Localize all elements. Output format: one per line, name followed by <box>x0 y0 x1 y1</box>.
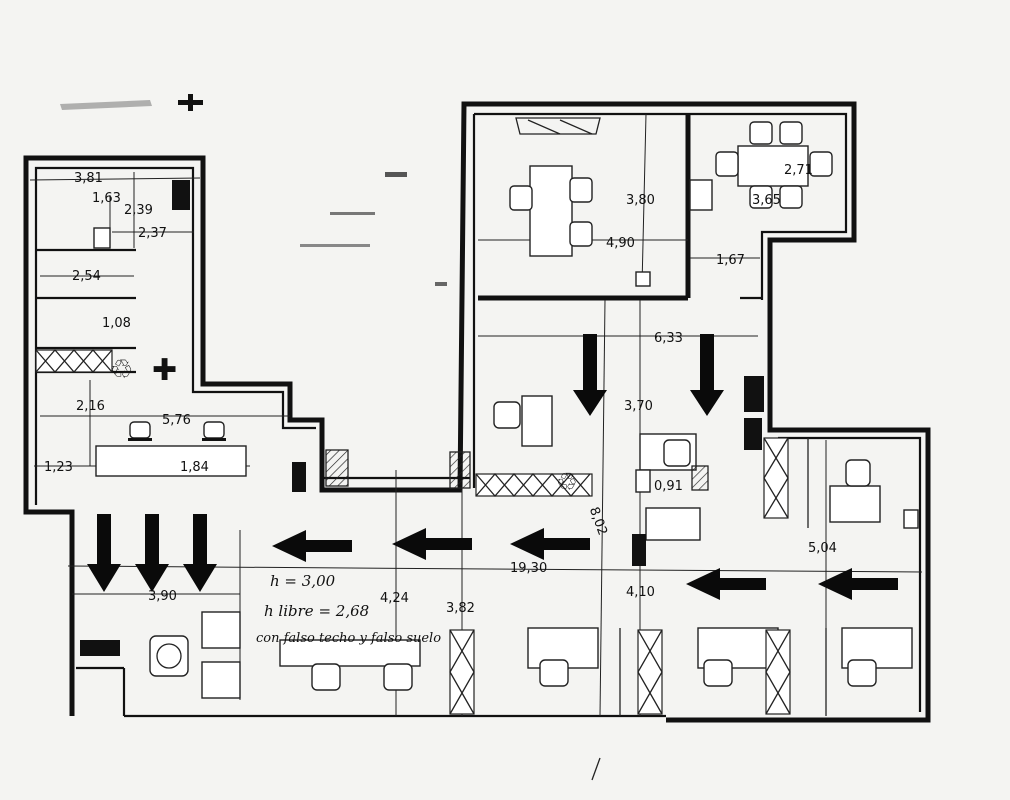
dim-label: 6,33 <box>654 331 683 346</box>
scan-marks <box>60 94 447 286</box>
exterior-walls <box>23 101 931 723</box>
dim-label: 2,37 <box>138 226 167 241</box>
dim-label: 3,90 <box>148 589 177 604</box>
ceiling-note: con falso techo y falso suelo <box>256 631 441 646</box>
storage-column <box>765 629 791 715</box>
arrow-left <box>818 568 898 600</box>
dim-label: 2,54 <box>72 269 101 284</box>
dim-label: 2,39 <box>124 203 153 218</box>
dim-label: 1,08 <box>102 316 131 331</box>
dim-label: 4,24 <box>380 591 409 606</box>
dim-label: 2,16 <box>76 399 105 414</box>
dim-label: 3,80 <box>626 193 655 208</box>
recycle-icon: ♲ <box>556 468 578 496</box>
dim-label: 5,04 <box>808 541 837 556</box>
free-height-note: h libre = 2,68 <box>264 602 369 620</box>
arrow-left <box>510 528 590 560</box>
dim-label: 3,65 <box>752 193 781 208</box>
ceiling-lamp <box>515 117 601 135</box>
dim-label: 8,02 <box>586 505 610 537</box>
arrow-down <box>183 514 217 592</box>
dim-label: 0,91 <box>654 479 683 494</box>
dim-label: 4,90 <box>606 236 635 251</box>
dim-label: 1,67 <box>716 253 745 268</box>
symbols: ♲ ✚ ♲ <box>110 353 578 496</box>
dim-label: 5,76 <box>162 413 191 428</box>
furniture <box>35 117 919 715</box>
dimension-labels: 3,81 1,63 2,39 2,37 2,54 1,08 2,16 5,76 … <box>44 163 837 616</box>
dim-label: 1,23 <box>44 460 73 475</box>
arrow-down <box>135 514 169 592</box>
cross-icon: ✚ <box>152 353 177 388</box>
storage-rack-left <box>35 349 113 373</box>
storage-column <box>763 437 789 519</box>
arrow-left <box>392 528 472 560</box>
dim-label: 19,30 <box>510 561 547 576</box>
dim-label: 3,70 <box>624 399 653 414</box>
arrow-down <box>87 514 121 592</box>
dim-label: 4,10 <box>626 585 655 600</box>
dim-label: 2,71 <box>784 163 813 178</box>
height-notes: h = 3,00 h libre = 2,68 con falso techo … <box>256 572 441 646</box>
dim-label: 1,84 <box>180 460 209 475</box>
scan-mark <box>591 757 601 781</box>
arrow-down <box>573 334 607 416</box>
recycle-icon: ♲ <box>110 355 133 385</box>
storage-column <box>637 629 663 715</box>
chair <box>202 421 226 441</box>
height-note: h = 3,00 <box>270 572 336 590</box>
evacuation-arrows <box>87 334 898 600</box>
chair <box>128 421 152 441</box>
arrow-left <box>272 530 352 562</box>
arrow-left <box>686 568 766 600</box>
storage-rack-middle <box>475 473 593 497</box>
storage-column <box>449 629 475 715</box>
dim-label: 3,82 <box>446 601 475 616</box>
dim-label: 3,81 <box>74 171 103 186</box>
dim-label: 1,63 <box>92 191 121 206</box>
arrow-down <box>690 334 724 416</box>
